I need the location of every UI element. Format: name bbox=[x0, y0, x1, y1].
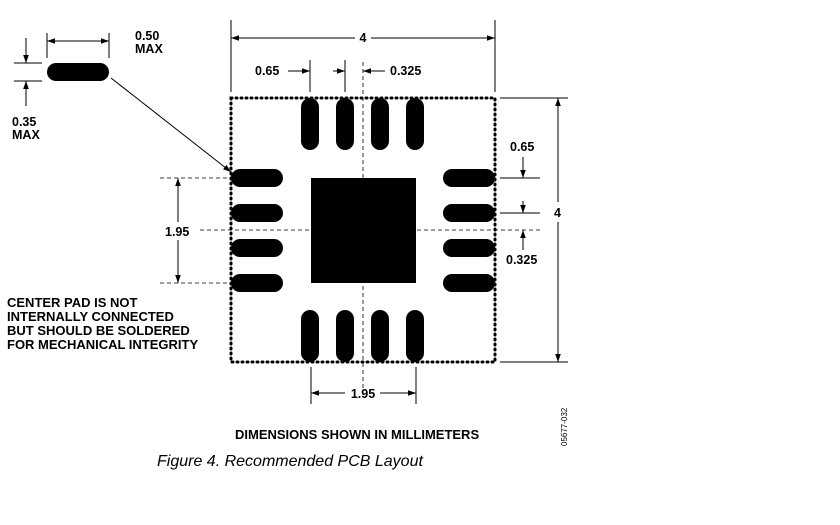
pad-top-4 bbox=[406, 98, 424, 150]
note-line-4: FOR MECHANICAL INTEGRITY bbox=[7, 337, 198, 352]
pad-width-suffix: MAX bbox=[12, 128, 40, 142]
note-line-2: INTERNALLY CONNECTED bbox=[7, 309, 174, 324]
overall-top-label: 4 bbox=[360, 31, 367, 45]
center-pad bbox=[311, 178, 416, 283]
pad-length-suffix: MAX bbox=[135, 42, 163, 56]
sample-pad bbox=[47, 63, 109, 81]
pad-width-label: 0.35 bbox=[12, 115, 36, 129]
pad-right-4 bbox=[443, 274, 495, 292]
half-pitch-top-label: 0.325 bbox=[390, 64, 421, 78]
pad-top-2 bbox=[336, 98, 354, 150]
pad-length-label: 0.50 bbox=[135, 29, 159, 43]
pad-left-2 bbox=[231, 204, 283, 222]
pad-left-4 bbox=[231, 274, 283, 292]
note-line-1: CENTER PAD IS NOT bbox=[7, 295, 138, 310]
pad-top-3 bbox=[371, 98, 389, 150]
pad-right-1 bbox=[443, 169, 495, 187]
pad-bottom-1 bbox=[301, 310, 319, 362]
pad-right-3 bbox=[443, 239, 495, 257]
pad-right-2 bbox=[443, 204, 495, 222]
pad-bottom-2 bbox=[336, 310, 354, 362]
note-line-3: BUT SHOULD BE SOLDERED bbox=[7, 323, 190, 338]
sample-pad-leader bbox=[110, 77, 232, 173]
span-left-label: 1.95 bbox=[165, 225, 189, 239]
figure-code: 05677-032 bbox=[560, 407, 569, 446]
pad-bottom-4 bbox=[406, 310, 424, 362]
figure-caption: Figure 4. Recommended PCB Layout bbox=[157, 453, 423, 470]
pad-left-1 bbox=[231, 169, 283, 187]
pad-top-1 bbox=[301, 98, 319, 150]
overall-right-label: 4 bbox=[554, 206, 561, 220]
half-pitch-right-label: 0.325 bbox=[506, 253, 537, 267]
units-label: DIMENSIONS SHOWN IN MILLIMETERS bbox=[235, 427, 479, 442]
span-bottom-label: 1.95 bbox=[351, 387, 375, 401]
pad-bottom-3 bbox=[371, 310, 389, 362]
pitch-top-label: 0.65 bbox=[255, 64, 279, 78]
pad-left-3 bbox=[231, 239, 283, 257]
pitch-right-label: 0.65 bbox=[510, 140, 534, 154]
